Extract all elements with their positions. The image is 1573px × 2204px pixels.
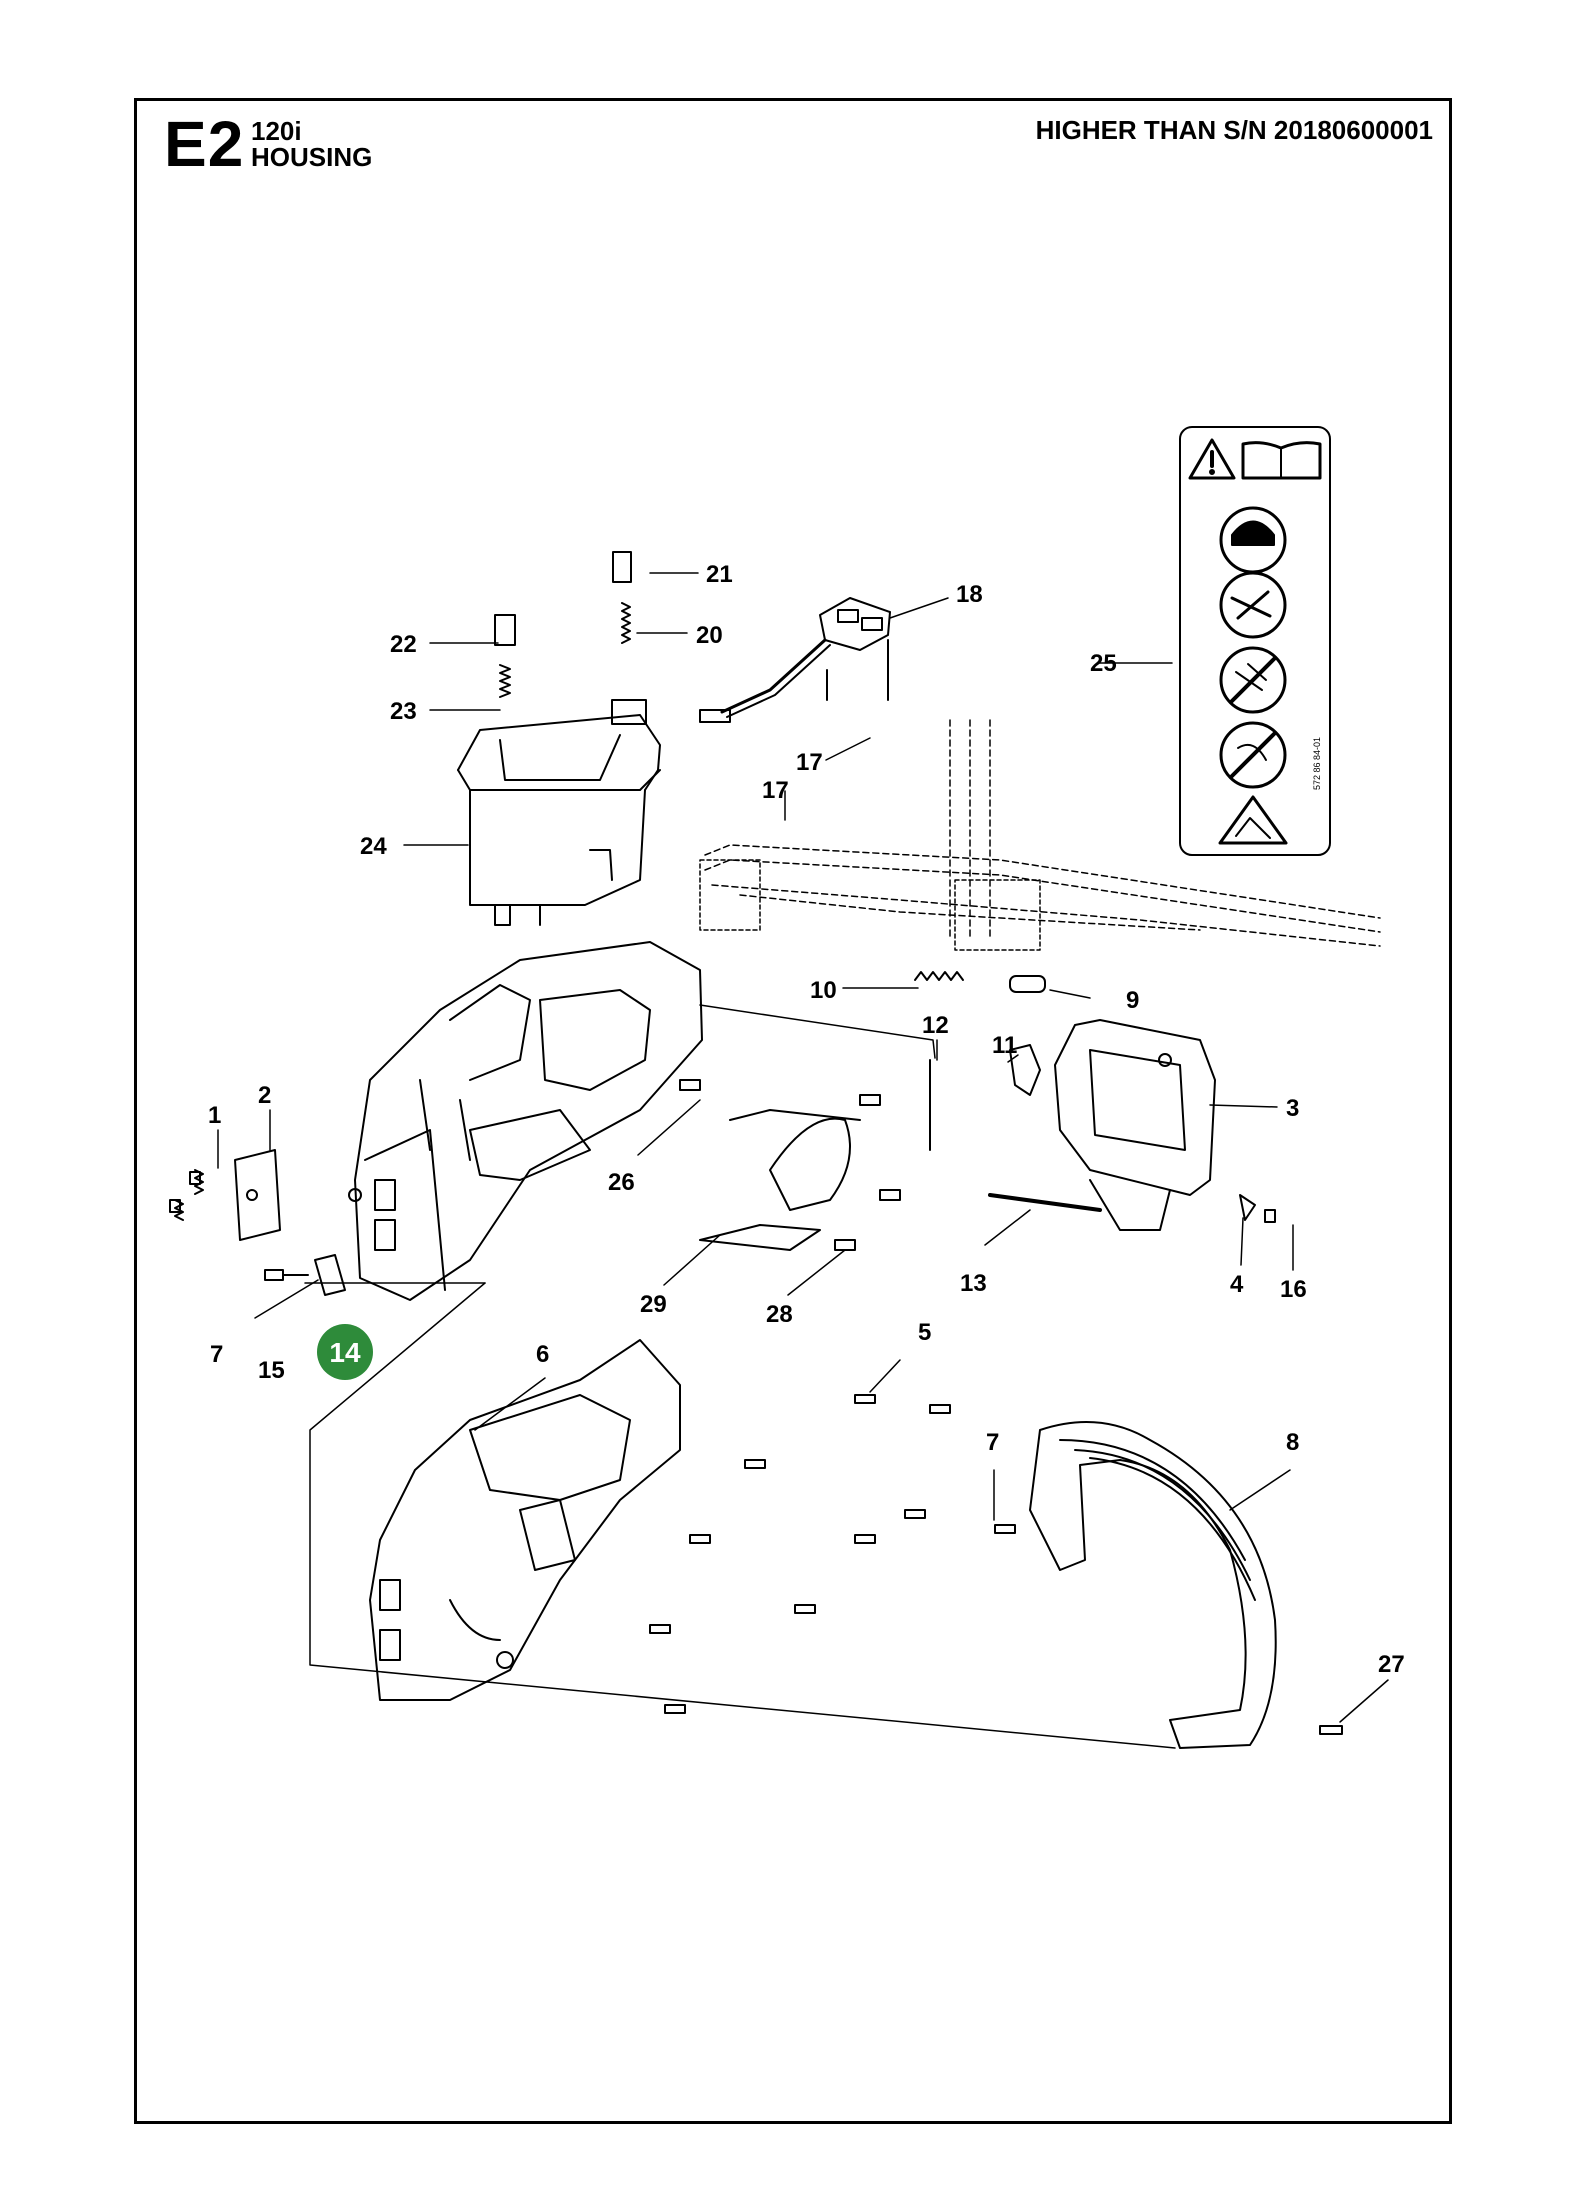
callout-17-lower: 17 (762, 777, 789, 804)
serial-range: HIGHER THAN S/N 20180600001 (1035, 115, 1433, 145)
battery-compartment (457, 699, 661, 926)
brake-parts (679, 971, 1102, 1251)
callout-27: 27 (1378, 1651, 1405, 1678)
callout-26: 26 (608, 1169, 635, 1196)
highlight-circle (317, 1324, 373, 1380)
warning-decal: 572 86 84-01 (1179, 426, 1331, 856)
callout-8: 8 (1286, 1429, 1299, 1456)
callout-2: 2 (258, 1082, 271, 1109)
callout-28: 28 (766, 1301, 793, 1328)
callout-15: 15 (258, 1357, 285, 1384)
callout-13: 13 (960, 1270, 987, 1297)
front-handle (1029, 1421, 1277, 1749)
callout-9: 9 (1126, 987, 1139, 1014)
callout-14: 14 (329, 1337, 361, 1368)
spring-parts (494, 551, 632, 698)
callout-5: 5 (918, 1319, 931, 1346)
chain-brake-handle (1054, 1019, 1276, 1231)
callout-6: 6 (536, 1341, 549, 1368)
callout-22: 22 (390, 631, 417, 658)
callout-10: 10 (810, 977, 837, 1004)
callout-25: 25 (1090, 650, 1117, 677)
section-code: E2 (164, 108, 245, 180)
callout-23: 23 (390, 698, 417, 725)
motor-housing (348, 941, 703, 1301)
callout-7-left: 7 (210, 1341, 223, 1368)
circuit-board (699, 719, 1381, 951)
callout-1: 1 (208, 1102, 221, 1129)
callout-17-upper: 17 (796, 749, 823, 776)
screws (649, 1394, 1343, 1735)
decal-part-number: 572 86 84-01 (1312, 737, 1322, 790)
callout-29: 29 (640, 1291, 667, 1318)
front-cover (369, 1339, 681, 1701)
callout-16: 16 (1280, 1276, 1307, 1303)
switch-assembly (699, 597, 891, 723)
section-title: HOUSING (251, 142, 373, 172)
model-name: 120i (251, 116, 302, 146)
leader-lines (217, 572, 1389, 1749)
callout-24: 24 (360, 833, 387, 860)
callout-labels: 21 20 22 23 24 18 17 17 25 10 9 12 11 3 … (208, 561, 1405, 1678)
side-parts (169, 1149, 346, 1296)
callout-20: 20 (696, 622, 723, 649)
callout-3: 3 (1286, 1095, 1299, 1122)
page-frame (134, 98, 1452, 2124)
callout-18: 18 (956, 581, 983, 608)
callout-21: 21 (706, 561, 733, 588)
callout-4: 4 (1230, 1271, 1244, 1298)
callout-7-right: 7 (986, 1429, 999, 1456)
callout-11: 11 (992, 1032, 1017, 1059)
callout-12: 12 (922, 1012, 949, 1039)
